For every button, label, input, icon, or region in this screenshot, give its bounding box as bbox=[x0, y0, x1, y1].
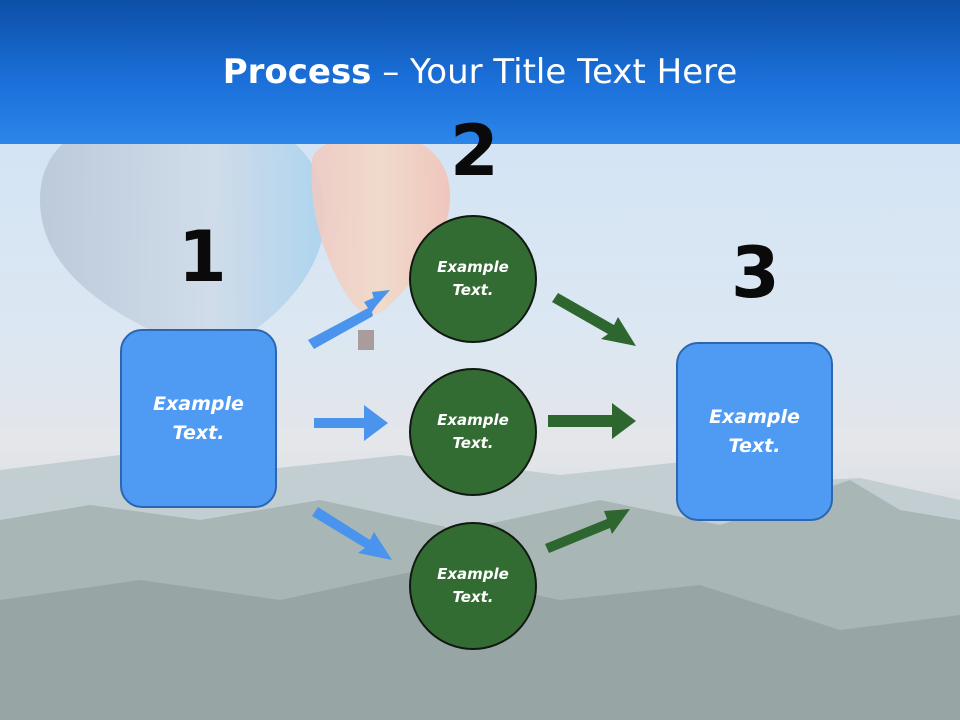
step-1-number: 1 bbox=[178, 216, 227, 298]
title-rest: – Your Title Text Here bbox=[371, 52, 738, 92]
step-2-circle-bottom: Example Text. bbox=[409, 522, 537, 650]
step-1-box: Example Text. bbox=[120, 329, 277, 508]
hot-air-balloon-large bbox=[40, 110, 325, 350]
slide-title: Process – Your Title Text Here bbox=[0, 52, 960, 92]
arrow-green-right bbox=[548, 403, 636, 439]
step-3-number: 3 bbox=[731, 232, 780, 314]
arrow-green-down-right bbox=[552, 293, 636, 346]
title-bar bbox=[0, 0, 960, 144]
title-bold: Process bbox=[222, 52, 372, 92]
step-2-circle-middle: Example Text. bbox=[409, 368, 537, 496]
step-2-circle-top: Example Text. bbox=[409, 215, 537, 343]
arrow-blue-down-right bbox=[312, 507, 392, 560]
arrow-blue-up-right bbox=[308, 290, 390, 349]
step-3-box: Example Text. bbox=[676, 342, 833, 521]
arrow-green-up-right bbox=[545, 509, 630, 553]
step-2-number: 2 bbox=[450, 110, 499, 192]
arrow-blue-right bbox=[314, 405, 388, 441]
